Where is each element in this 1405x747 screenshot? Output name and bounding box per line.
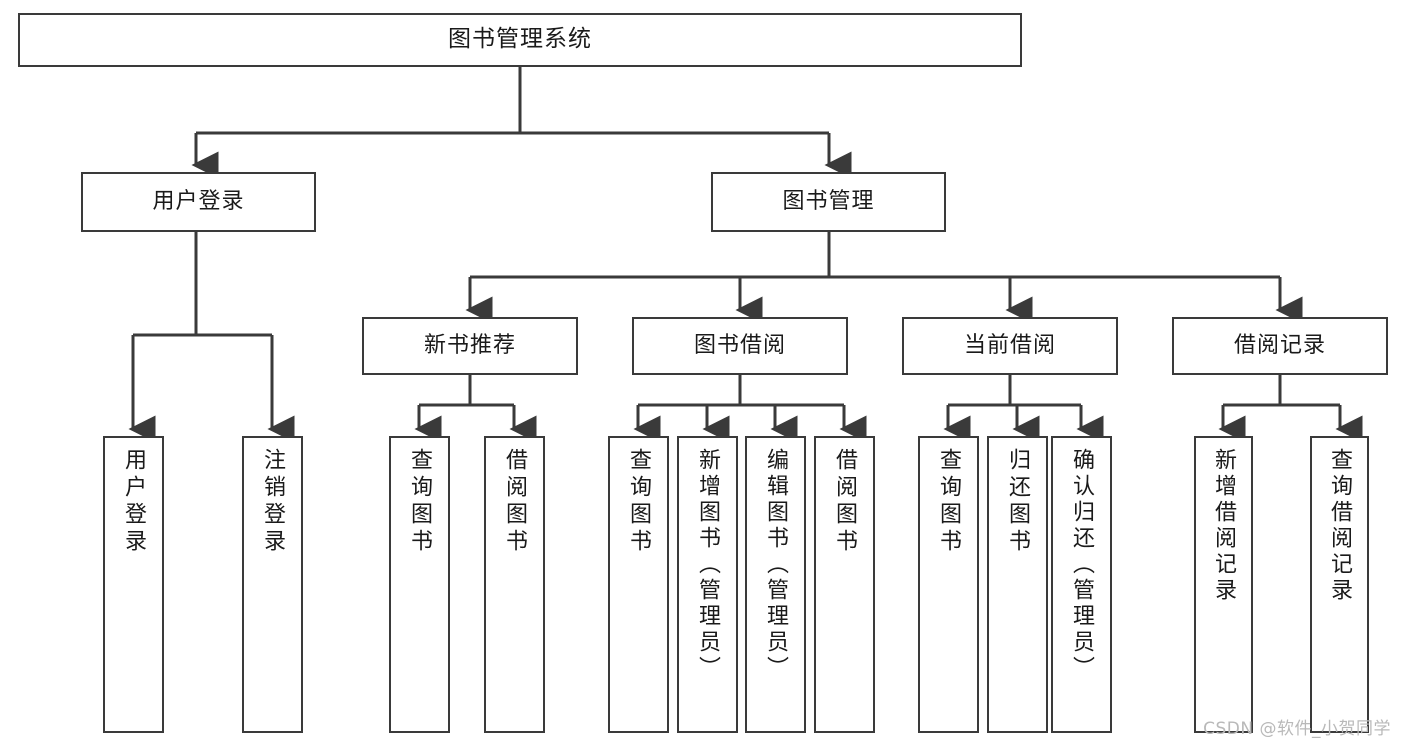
node-label: 查询借阅记录 (1327, 448, 1353, 604)
node-label: 新增图书（管理员） (695, 448, 721, 682)
leaf-record-add-record[interactable]: 新增借阅记录 (1194, 436, 1253, 733)
leaf-borrow-query-book[interactable]: 查询图书 (608, 436, 669, 733)
leaf-user-login-signin[interactable]: 用户登录 (103, 436, 164, 733)
leaf-user-login-signout[interactable]: 注销登录 (242, 436, 303, 733)
leaf-record-query-record[interactable]: 查询借阅记录 (1310, 436, 1369, 733)
leaf-borrow-add-book-admin[interactable]: 新增图书（管理员） (677, 436, 738, 733)
node-label: 查询图书 (626, 448, 652, 556)
node-user-login[interactable]: 用户登录 (81, 172, 316, 232)
node-label: 图书管理系统 (448, 26, 592, 53)
node-label: 用户登录 (121, 448, 147, 556)
node-label: 编辑图书（管理员） (763, 448, 789, 682)
node-new-book-recommend[interactable]: 新书推荐 (362, 317, 578, 375)
node-label: 借阅图书 (832, 448, 858, 556)
node-label: 借阅记录 (1233, 332, 1326, 358)
node-label: 查询图书 (407, 448, 433, 556)
leaf-current-confirm-return-admin[interactable]: 确认归还（管理员） (1051, 436, 1112, 733)
node-label: 新增借阅记录 (1211, 448, 1237, 604)
leaf-recommend-borrow-book[interactable]: 借阅图书 (484, 436, 545, 733)
node-label: 借阅图书 (502, 448, 528, 556)
node-book-borrow[interactable]: 图书借阅 (632, 317, 848, 375)
leaf-recommend-query-book[interactable]: 查询图书 (389, 436, 450, 733)
leaf-borrow-borrow-book[interactable]: 借阅图书 (814, 436, 875, 733)
node-current-borrow[interactable]: 当前借阅 (902, 317, 1118, 375)
node-label: 图书管理 (782, 188, 875, 214)
leaf-current-query-book[interactable]: 查询图书 (918, 436, 979, 733)
node-label: 注销登录 (260, 448, 286, 556)
node-label: 用户登录 (152, 188, 245, 214)
node-book-management[interactable]: 图书管理 (711, 172, 946, 232)
node-root-system[interactable]: 图书管理系统 (18, 13, 1022, 67)
node-label: 归还图书 (1005, 448, 1031, 556)
node-label: 新书推荐 (423, 332, 516, 358)
node-label: 图书借阅 (693, 332, 786, 358)
node-label: 查询图书 (936, 448, 962, 556)
watermark-text: CSDN @软件_小贺同学 (1203, 719, 1391, 739)
node-label: 当前借阅 (963, 332, 1056, 358)
leaf-current-return-book[interactable]: 归还图书 (987, 436, 1048, 733)
leaf-borrow-edit-book-admin[interactable]: 编辑图书（管理员） (745, 436, 806, 733)
node-label: 确认归还（管理员） (1069, 448, 1095, 682)
node-borrow-record[interactable]: 借阅记录 (1172, 317, 1388, 375)
